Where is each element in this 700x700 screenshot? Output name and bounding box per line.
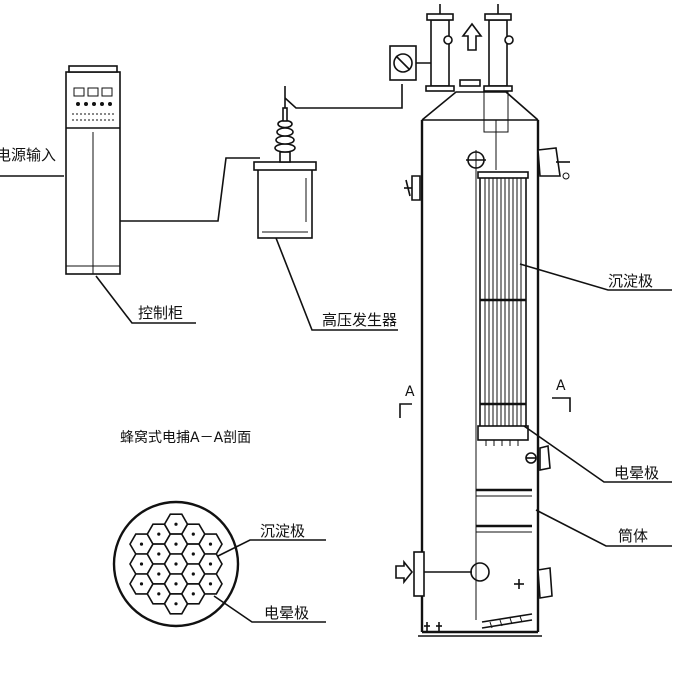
corona-wire-dot [208,562,213,566]
shell-label: 筒体 [618,527,648,545]
electrode-tubes [484,178,522,430]
control-cabinet: 控制柜 [65,65,196,324]
corona-wire-dot [191,532,195,536]
corona-wire-dot [157,572,161,576]
section-collecting-leader [217,539,326,557]
power-input-group: 电源输入 [0,146,64,177]
insulator-chamber-left [430,19,450,87]
inlet-arrow-icon [395,559,414,585]
corona-wire-dot [174,522,178,526]
corona-electrode-leader [523,425,672,483]
corona-wire-dot [191,592,195,596]
honeycomb-section: 蜂窝式电捕A－A剖面 沉淀极 电晕极 [112,429,326,628]
section-title: 蜂窝式电捕A－A剖面 [120,429,251,446]
corona-wire-dot [139,562,144,566]
precipitator-shell [395,91,570,637]
meter-icon [101,87,113,97]
corona-wire-dot [191,552,195,556]
section-collecting-electrode-label: 沉淀极 [260,522,305,540]
section-circle [112,500,240,628]
corona-wire-dot [174,542,178,546]
svg-text:A: A [556,378,566,394]
hv-generator: 高压发生器 [253,84,403,331]
corona-wire-dot [157,552,161,556]
corona-wire-dot [139,582,144,586]
power-input-label: 电源输入 [0,146,56,164]
corona-wire-dot [174,562,178,566]
collecting-electrode-leader [519,263,672,291]
electrode-bundle [479,173,527,431]
corona-wire-dot [174,602,178,606]
insulator-chamber-right [488,19,508,87]
section-mark-left: A [399,384,415,418]
flow-arrow-up-icon [461,22,483,51]
honeycomb-cells [129,513,223,615]
generator-tank [257,167,313,239]
meter-icon [73,87,85,97]
corona-wire-dot [139,542,144,546]
collecting-electrode-label: 沉淀极 [608,272,653,290]
hv-generator-label: 高压发生器 [322,311,397,329]
corona-electrode-label: 电晕极 [614,464,659,482]
hv-lead [284,84,403,109]
section-mark-right: A [552,378,571,412]
section-corona-electrode-label: 电晕极 [264,604,309,622]
meter-icon [87,87,99,97]
svg-text:A: A [405,384,415,400]
corona-wire-dot [174,582,178,586]
corona-wire-dot [208,582,213,586]
control-cabinet-label: 控制柜 [138,304,183,322]
corona-wire-dot [191,572,195,576]
inlet-flange [413,551,425,597]
section-corona-leader [213,595,326,623]
corona-wire-dot [157,532,161,536]
generator-leader [275,237,398,331]
corona-wire-dot [157,592,161,596]
cabinet-leader [95,275,196,324]
top-fittings [389,4,514,92]
cable-cabinet-to-generator [120,157,260,222]
shell-leader [535,509,672,547]
corona-wire-dot [208,542,213,546]
